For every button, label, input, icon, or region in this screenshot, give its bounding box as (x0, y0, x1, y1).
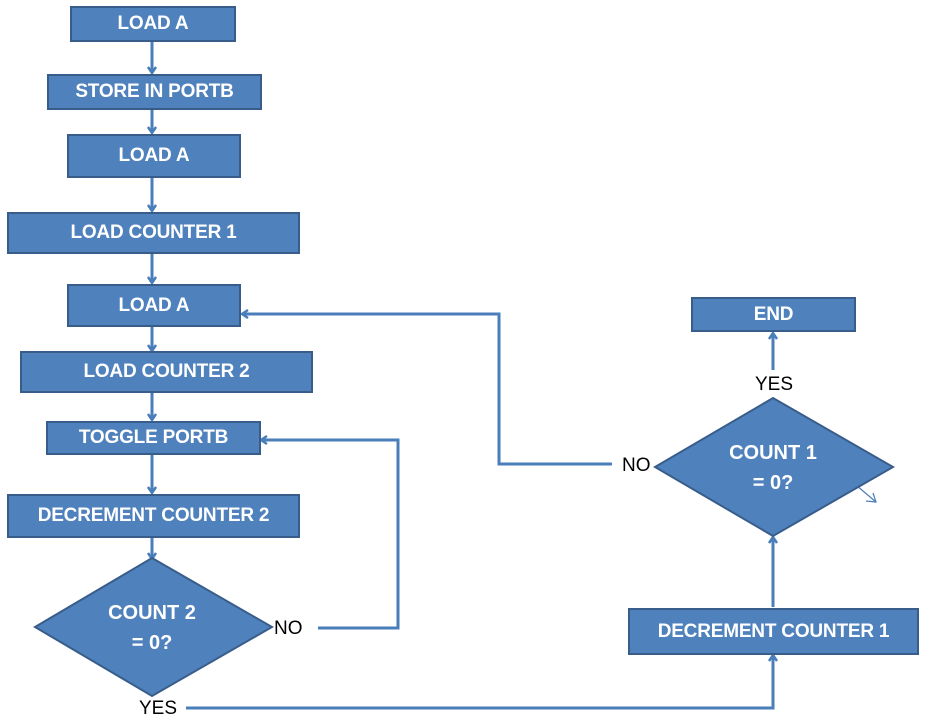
step-load-counter-1: LOAD COUNTER 1 (7, 212, 300, 254)
step-load-a-3: LOAD A (67, 284, 241, 327)
decision-count2-shape (33, 556, 275, 698)
step-decrement-counter-2: DECREMENT COUNTER 2 (7, 494, 300, 538)
step-end: END (691, 297, 856, 332)
step-load-a-2: LOAD A (67, 134, 241, 178)
step-store-in-portb: STORE IN PORTB (47, 74, 262, 110)
decision-count2-line2: = 0? (131, 632, 173, 654)
decision-count2: COUNT 2 = 0? (82, 598, 222, 658)
no-loop-count1 (243, 314, 612, 466)
yes-path-count2 (186, 656, 773, 710)
decision-count1-line2: = 0? (752, 472, 794, 494)
no-loop-count2 (262, 440, 400, 630)
label-count1-yes: YES (755, 374, 794, 395)
step-decrement-counter-1: DECREMENT COUNTER 1 (628, 608, 919, 655)
label-count2-yes: YES (139, 698, 178, 719)
decision-count2-line1: COUNT 2 (108, 602, 196, 624)
step-toggle-portb: TOGGLE PORTB (46, 421, 261, 455)
decision-count1-shape (653, 396, 896, 538)
decision-count1: COUNT 1 = 0? (703, 438, 843, 498)
step-load-a-1: LOAD A (70, 6, 236, 42)
step-load-counter-2: LOAD COUNTER 2 (20, 351, 313, 393)
label-count1-no: NO (622, 455, 651, 476)
decision-count1-line1: COUNT 1 (729, 442, 817, 464)
label-count2-no: NO (274, 618, 303, 639)
